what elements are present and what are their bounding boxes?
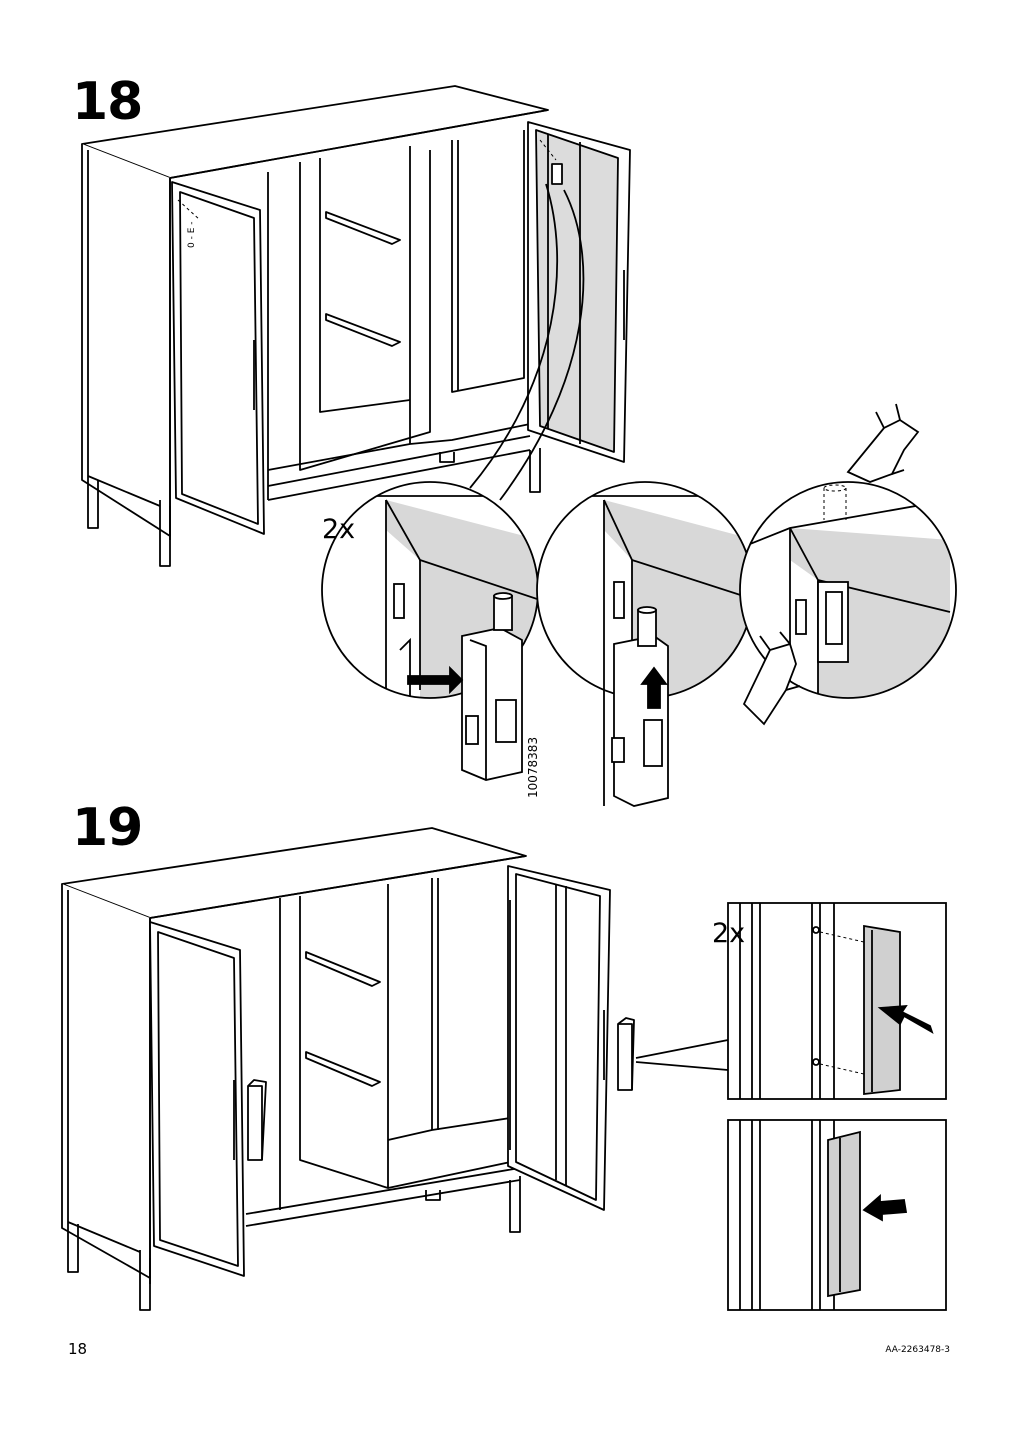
step-number-18: 18: [72, 72, 143, 132]
step-number-19: 19: [72, 798, 143, 858]
callout-curve: [499, 189, 585, 501]
left-door: [149, 921, 245, 1277]
page-number: 18: [68, 1340, 88, 1358]
cabinet-side-left: [61, 884, 151, 1279]
document-code: AA-2263478-3: [885, 1345, 950, 1355]
hand-top-icon: [846, 418, 920, 483]
detail-circle-3: [739, 403, 957, 726]
detail-box-2: [727, 1119, 947, 1311]
detail-quantity-18: 2x: [322, 514, 356, 545]
handle-part-mounted: [827, 1130, 861, 1298]
svg-text:0 - E -: 0 - E -: [187, 222, 197, 249]
cabinet-top: [61, 827, 527, 919]
left-door: [171, 181, 265, 535]
detail-quantity-19: 2x: [712, 918, 746, 949]
detail-circle-2: [536, 481, 754, 807]
detail-circle-1: [321, 481, 539, 781]
detail-box-1: [727, 902, 947, 1100]
right-door: [507, 865, 611, 1211]
